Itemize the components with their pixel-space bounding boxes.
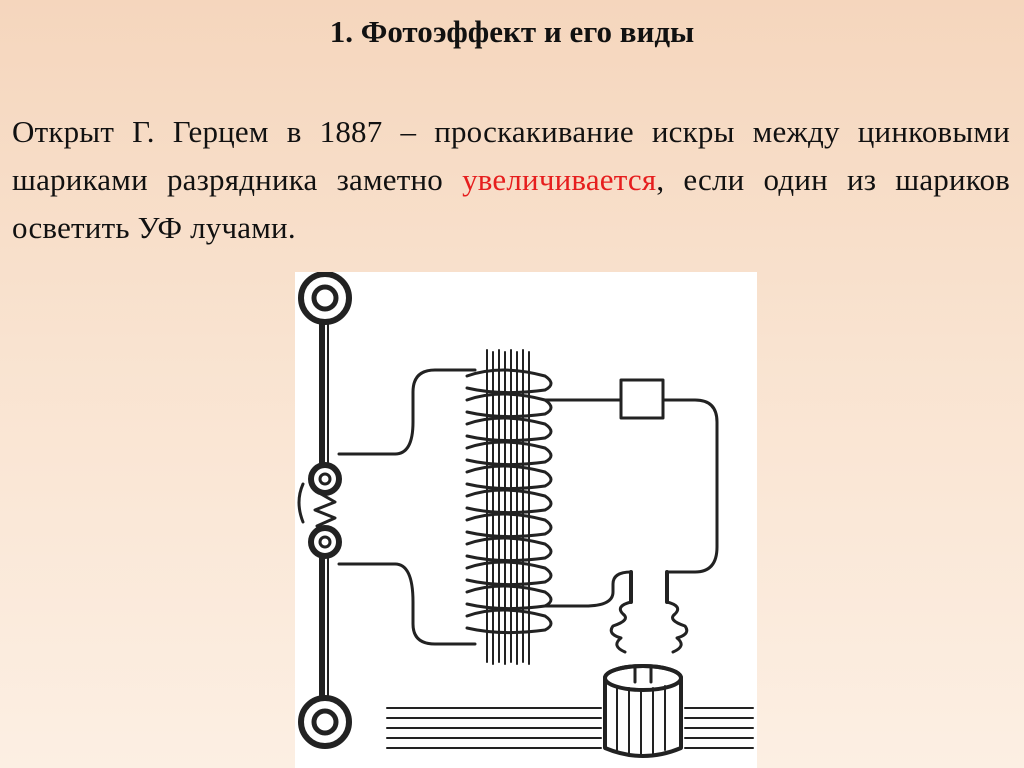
highlighted-word: увеличивается (462, 162, 657, 197)
slide-title: 1. Фотоэффект и его виды (329, 14, 695, 49)
paragraph-text-2: , если один из шариков осветить УФ лучам… (12, 162, 1010, 245)
body-paragraph: Открыт Г. Герцем в 1887 – проскакивание … (12, 108, 1010, 252)
apparatus-figure (295, 272, 757, 768)
paragraph-text-1: Открыт Г. Герцем в 1887 – проскакивание … (12, 114, 1010, 197)
hertz-apparatus-icon (297, 272, 754, 758)
